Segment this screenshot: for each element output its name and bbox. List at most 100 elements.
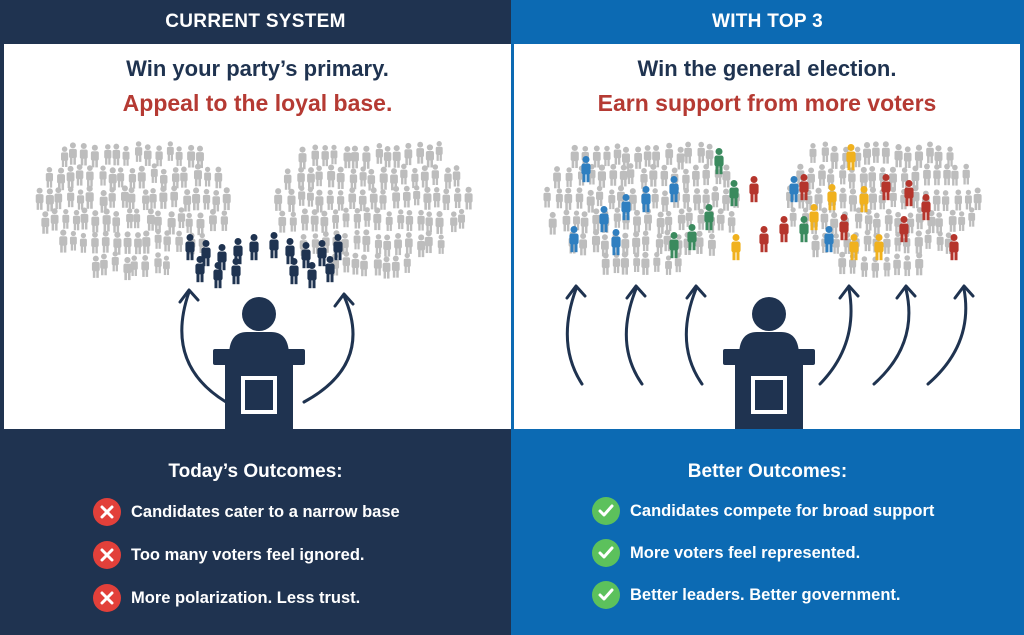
crowd-person-icon bbox=[193, 163, 202, 187]
crowd-person-icon bbox=[580, 211, 589, 234]
crowd-person-icon bbox=[864, 209, 873, 231]
crowd-person-icon bbox=[100, 253, 108, 276]
crowd-person-icon bbox=[663, 229, 672, 252]
crowd-person-icon bbox=[613, 143, 622, 165]
crowd-person-icon bbox=[665, 142, 674, 165]
crowd-person-icon bbox=[351, 252, 360, 275]
crowd-person-icon bbox=[592, 145, 601, 168]
voter-icon bbox=[687, 224, 697, 251]
crowd-person-icon bbox=[60, 146, 69, 167]
crowd-person-icon bbox=[336, 166, 345, 189]
crowd-person-icon bbox=[711, 185, 720, 208]
crowd-person-icon bbox=[848, 167, 856, 189]
base-voter-icon bbox=[185, 234, 195, 261]
base-voter-icon bbox=[231, 258, 241, 285]
with-top-3-illustration-panel: Win the general election. Earn support f… bbox=[514, 44, 1020, 429]
crowd-person-icon bbox=[369, 187, 378, 210]
crowd-person-icon bbox=[435, 211, 444, 234]
current-system-illustration-panel: Win your party’s primary. Appeal to the … bbox=[4, 44, 511, 429]
voter-icon bbox=[899, 216, 909, 243]
crowd-person-icon bbox=[854, 207, 863, 229]
crowd-person-icon bbox=[591, 229, 601, 253]
crowd-person-icon bbox=[651, 188, 659, 209]
crowd-person-icon bbox=[914, 230, 923, 254]
crowd-person-icon bbox=[903, 255, 911, 277]
base-voter-icon bbox=[301, 242, 311, 269]
crowd-person-icon bbox=[202, 188, 211, 210]
crowd-person-icon bbox=[315, 165, 323, 187]
crowd-person-icon bbox=[117, 167, 125, 188]
crowd-person-icon bbox=[911, 185, 920, 209]
crowd-person-icon bbox=[330, 144, 338, 165]
crowd-person-icon bbox=[656, 211, 665, 235]
current-system-headline: Win your party’s primary. bbox=[126, 56, 389, 81]
crowd-person-icon bbox=[307, 167, 315, 190]
outcome-item: More voters feel represented. bbox=[592, 539, 860, 567]
crowd-person-icon bbox=[597, 164, 606, 188]
outcome-item: Candidates cater to a narrow base bbox=[93, 498, 400, 526]
outcome-text: Too many voters feel ignored. bbox=[131, 545, 365, 564]
arrow-icon bbox=[302, 292, 355, 404]
crowd-person-icon bbox=[452, 165, 461, 187]
crowd-person-icon bbox=[553, 166, 561, 189]
base-voter-icon bbox=[269, 232, 279, 259]
crowd-person-icon bbox=[348, 187, 357, 209]
crowd-person-icon bbox=[59, 229, 68, 253]
crowd-person-icon bbox=[889, 187, 897, 208]
crowd-person-icon bbox=[936, 231, 944, 251]
crowd-person-icon bbox=[337, 190, 345, 211]
crowd-person-icon bbox=[911, 165, 920, 188]
crowd-person-icon bbox=[425, 144, 434, 168]
crowd-person-icon bbox=[342, 207, 350, 228]
crowd-person-icon bbox=[154, 252, 162, 274]
crowd-person-icon bbox=[298, 185, 306, 206]
crowd-person-icon bbox=[342, 251, 351, 273]
crowd-person-icon bbox=[570, 144, 579, 169]
crowd-person-icon bbox=[171, 167, 180, 189]
crowd-person-icon bbox=[894, 231, 902, 252]
with-top-3-column: WITH TOP 3 Win the general election. Ear… bbox=[511, 0, 1024, 635]
crowd-person-icon bbox=[620, 251, 629, 275]
crowd-person-icon bbox=[154, 229, 162, 249]
crowd-person-icon bbox=[596, 185, 604, 207]
crowd-person-icon bbox=[127, 187, 136, 210]
crowd-person-icon bbox=[146, 208, 155, 231]
crowd-person-icon bbox=[274, 188, 283, 211]
crowd-person-icon bbox=[863, 229, 872, 252]
crowd-person-icon bbox=[914, 144, 924, 168]
outcome-item: Better leaders. Better government. bbox=[592, 581, 901, 609]
crowd-person-icon bbox=[123, 256, 132, 281]
crowd-person-icon bbox=[633, 209, 641, 233]
crowd-person-icon bbox=[404, 142, 413, 166]
crowd-person-icon bbox=[383, 234, 392, 257]
crowd-person-icon bbox=[626, 163, 635, 185]
crowd-person-icon bbox=[603, 145, 611, 167]
crowd-person-icon bbox=[379, 166, 388, 190]
crowd-person-icon bbox=[665, 255, 672, 275]
crowd-person-icon bbox=[424, 230, 433, 254]
crowd-person-icon bbox=[142, 230, 151, 254]
crowd-person-icon bbox=[660, 164, 669, 187]
crowd-person-icon bbox=[80, 207, 89, 230]
crowd-person-icon bbox=[85, 185, 94, 209]
crowd-person-icon bbox=[382, 256, 391, 279]
voter-icon bbox=[569, 226, 579, 253]
crowd-person-icon bbox=[90, 144, 99, 168]
voter-icon bbox=[874, 234, 884, 261]
voter-icon bbox=[669, 176, 679, 203]
crowd-person-icon bbox=[167, 211, 176, 235]
crowd-person-icon bbox=[946, 146, 954, 167]
outcome-item: Too many voters feel ignored. bbox=[93, 541, 365, 569]
x-icon bbox=[93, 498, 121, 526]
x-icon bbox=[93, 541, 121, 569]
crowd-person-icon bbox=[444, 167, 452, 189]
crowd-person-icon bbox=[632, 231, 641, 255]
crowd-person-icon bbox=[175, 146, 183, 166]
crowd-person-icon bbox=[818, 164, 826, 186]
crowd-person-icon bbox=[359, 166, 367, 187]
crowd-person-icon bbox=[832, 233, 840, 254]
current-system-column: CURRENT SYSTEM Win your party’s primary.… bbox=[0, 0, 511, 635]
crowd-person-icon bbox=[915, 207, 924, 230]
crowd-person-icon bbox=[122, 145, 130, 166]
